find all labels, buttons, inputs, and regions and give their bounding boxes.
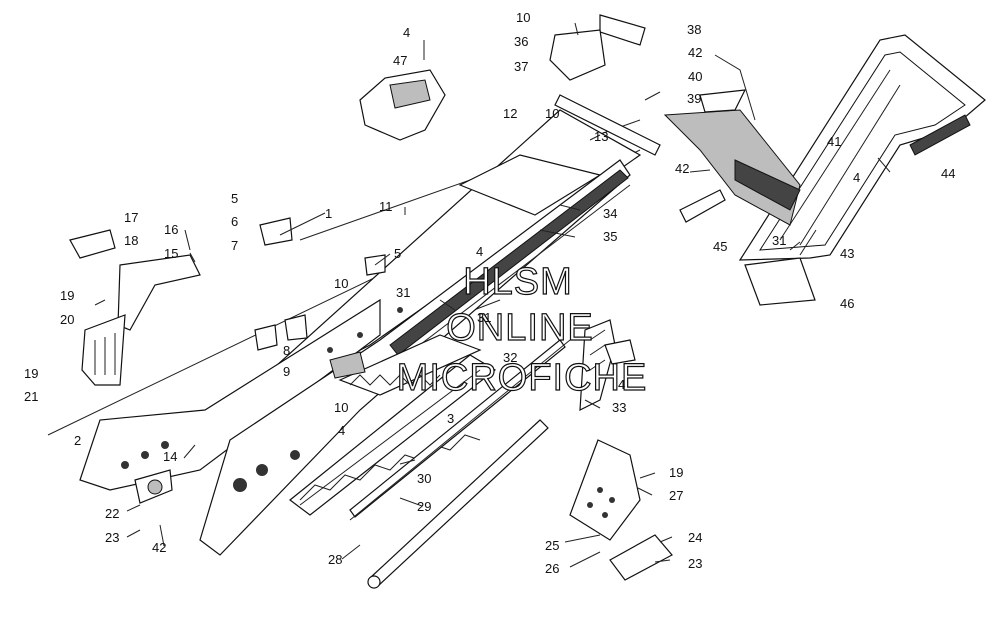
callout-c27: 27 [669,488,683,503]
rear-flap-housing [663,89,801,226]
callout-c39: 39 [687,91,701,106]
callout-c18: 18 [124,233,138,248]
callout-c31a: 31 [772,233,786,248]
callout-c35: 35 [603,229,617,244]
lower-right-parts [569,319,673,581]
callout-c41: 41 [827,134,841,149]
watermark: HLSM ONLINE MICROFICHE [396,260,648,399]
leader-lines [94,22,891,568]
callout-c5b: 5 [394,246,401,261]
callout-c46: 46 [840,296,854,311]
top-brackets [549,14,661,156]
callout-c45: 45 [713,239,727,254]
callout-c31b: 31 [396,285,410,300]
callout-c17: 17 [124,210,138,225]
callout-c10b: 10 [545,106,559,121]
callout-c47: 47 [393,53,407,68]
callout-c11: 11 [379,199,393,214]
callout-c19c: 19 [669,465,683,480]
callout-c29: 29 [417,499,431,514]
watermark-line-2: ONLINE [446,307,593,349]
callout-c19b: 19 [24,366,38,381]
callout-c33: 33 [612,400,626,415]
callout-c34: 34 [603,206,617,221]
callout-c4b: 4 [853,170,860,185]
callout-c4e: 4 [338,423,345,438]
running-board-rods [349,339,571,589]
callout-c4a: 4 [403,25,410,40]
callout-c8: 8 [283,343,290,358]
callout-c20: 20 [60,312,74,327]
callout-c10c: 10 [334,276,348,291]
seat-pad [359,69,446,141]
callout-c37: 37 [514,59,528,74]
callout-c40: 40 [688,69,702,84]
rear-bumper [738,34,986,306]
callout-c13: 13 [594,129,608,144]
callout-c6: 6 [231,214,238,229]
callout-labels: 4 47 10 36 37 38 42 40 39 12 10 13 41 42… [24,10,955,576]
callout-c32: 32 [503,350,517,365]
callout-c22: 22 [105,506,119,521]
callout-c1: 1 [325,206,332,221]
callout-c4c: 4 [476,244,483,259]
callout-c7: 7 [231,238,238,253]
callout-c9: 9 [283,364,290,379]
callout-c42b: 42 [675,161,689,176]
tunnel-assembly [47,109,642,556]
callout-c12: 12 [503,106,517,121]
callout-c21: 21 [24,389,38,404]
callout-c31c: 31 [477,310,491,325]
callout-c43: 43 [840,246,854,261]
callout-c19a: 19 [60,288,74,303]
callout-c36: 36 [514,34,528,49]
watermark-line-3: MICROFICHE [397,357,648,399]
callout-c38: 38 [687,22,701,37]
callout-c28: 28 [328,552,342,567]
callout-c42a: 42 [688,45,702,60]
callout-c30: 30 [417,471,431,486]
callout-c23a: 23 [105,530,119,545]
callout-c16: 16 [164,222,178,237]
callout-c25: 25 [545,538,559,553]
callout-c2: 2 [74,433,81,448]
callout-c23b: 23 [688,556,702,571]
callout-c44: 44 [941,166,955,181]
callout-c15: 15 [164,246,178,261]
callout-c5a: 5 [231,191,238,206]
callout-c42c: 42 [152,540,166,555]
callout-c26: 26 [545,561,559,576]
watermark-line-1: HLSM [463,261,573,303]
callout-c3: 3 [447,411,454,426]
callout-c4d: 4 [618,377,625,392]
callout-c14: 14 [163,449,177,464]
callout-c10d: 10 [334,400,348,415]
callout-c10a: 10 [516,10,530,25]
callout-c24: 24 [688,530,702,545]
